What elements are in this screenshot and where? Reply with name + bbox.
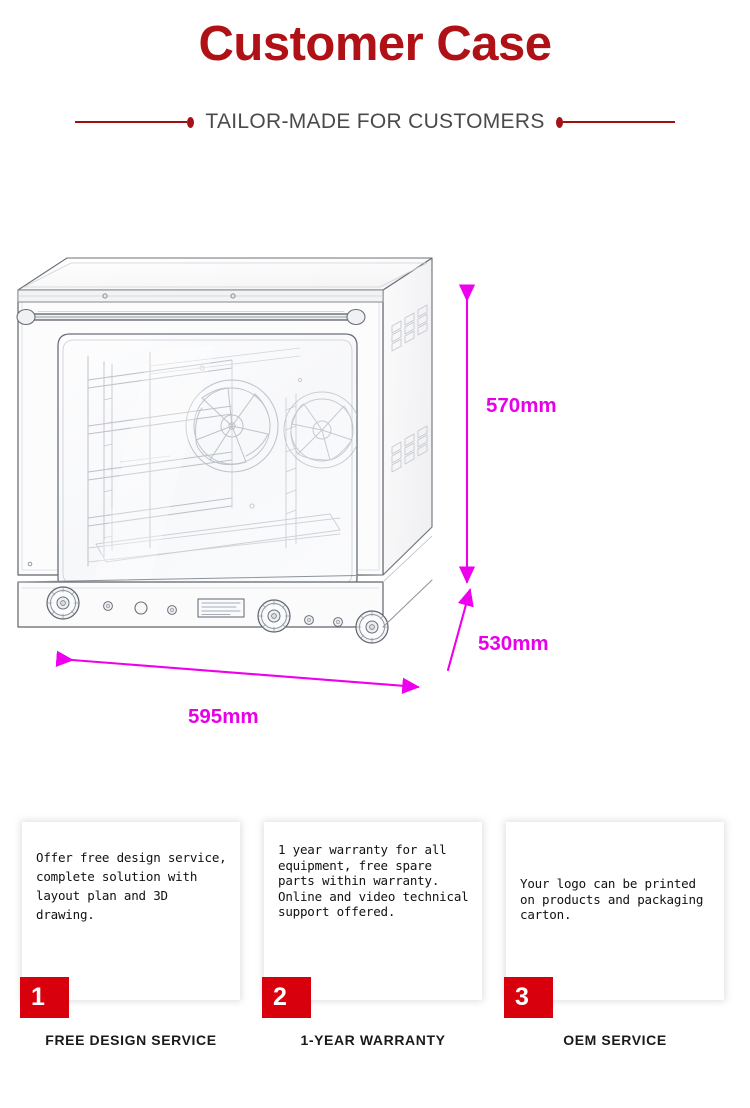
feature-card-body: Offer free design service, complete solu…	[36, 850, 227, 922]
control-knob-1	[46, 586, 80, 620]
feature-card-number-badge: 1	[20, 977, 69, 1018]
feature-card-body: 1 year warranty for all equipment, free …	[278, 842, 469, 919]
oven-fan-1	[185, 379, 279, 473]
feature-card-label: FREE DESIGN SERVICE	[45, 1032, 217, 1048]
feature-card-label: OEM SERVICE	[563, 1032, 667, 1048]
feature-card-box: Offer free design service, complete solu…	[20, 822, 240, 1018]
control-panel-plate	[197, 598, 245, 618]
subtitle-row: TAILOR-MADE FOR CUSTOMERS	[0, 106, 750, 138]
dimension-depth-label: 530mm	[478, 632, 549, 655]
oven-top-trim	[17, 289, 384, 303]
feature-card-number-badge: 2	[262, 977, 311, 1018]
feature-cards-section: Offer free design service, complete solu…	[0, 800, 750, 1108]
feature-card-box: 1 year warranty for all equipment, free …	[262, 822, 482, 1018]
product-drawing-figure: 570mm 530mm 595mm	[0, 150, 750, 800]
control-knob-2	[257, 599, 291, 633]
diamond-marker-right-icon	[555, 116, 563, 128]
page-title: Customer Case	[198, 17, 552, 71]
feature-card-3: Your logo can be printed on products and…	[504, 800, 728, 1108]
dimension-height-label: 570mm	[486, 394, 557, 417]
feature-card-body: Your logo can be printed on products and…	[520, 876, 704, 922]
feature-card-1: Offer free design service, complete solu…	[20, 800, 244, 1108]
page-header: Customer Case TAILOR-MADE FOR CUSTOMERS	[0, 0, 750, 150]
diamond-marker-left-icon	[187, 116, 195, 128]
control-knob-3	[355, 610, 389, 644]
oven-top-panel	[17, 257, 433, 291]
oven-control-panel	[17, 535, 433, 644]
dimension-annotations: 570mm 530mm 595mm	[55, 284, 557, 728]
subtitle-rule-left	[75, 121, 188, 123]
subtitle-text: TAILOR-MADE FOR CUSTOMERS	[205, 110, 545, 133]
oven-door-handle	[16, 308, 366, 326]
subtitle-rule-right	[562, 121, 675, 123]
feature-card-box: Your logo can be printed on products and…	[504, 822, 724, 1018]
feature-card-2: 1 year warranty for all equipment, free …	[262, 800, 486, 1108]
oven-fan-2	[283, 391, 357, 469]
oven-glass-door	[57, 333, 358, 591]
feature-card-number-badge: 3	[504, 977, 553, 1018]
feature-card-label: 1-YEAR WARRANTY	[300, 1032, 446, 1048]
dimension-height: 570mm	[458, 284, 557, 584]
oven-right-panel	[382, 257, 433, 576]
dimension-width: 595mm	[55, 650, 420, 728]
convection-oven-drawing: 570mm 530mm 595mm	[16, 257, 557, 728]
dimension-depth: 530mm	[446, 588, 549, 672]
dimension-width-label: 595mm	[188, 705, 259, 728]
